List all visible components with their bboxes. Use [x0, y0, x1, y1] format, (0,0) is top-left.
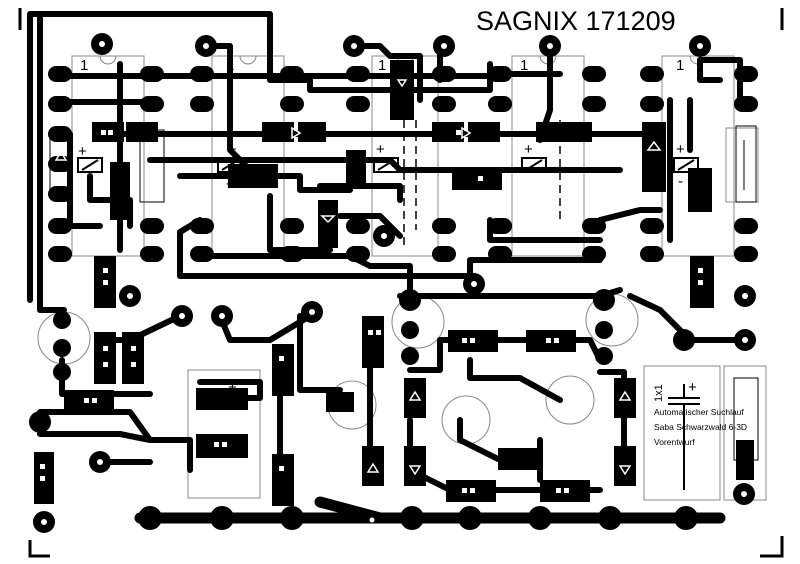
plus-mark-3: + — [376, 141, 385, 158]
board-title: SAGNIX 171209 — [476, 6, 676, 36]
ic5-pads — [640, 66, 758, 262]
plus-mark-5: + — [676, 141, 685, 158]
design-note: Automatischer Suchlauf Saba Schwarzwald … — [654, 407, 747, 447]
ic3-pads — [346, 66, 456, 262]
board-outline — [18, 8, 784, 558]
pin1-marks: 1 1 1 1 1 — [80, 57, 684, 74]
plus-mark-2: + — [228, 141, 237, 158]
capacitor-symbol-icon — [668, 384, 700, 490]
polarity-marks: + + + + + + + - - — [78, 141, 697, 396]
ic3-pin1-mark: 1 — [378, 57, 386, 74]
ic2-pads — [190, 66, 304, 262]
minus-mark-1: - — [678, 173, 683, 190]
square-components — [34, 60, 754, 506]
ic4-pin1-mark: 1 — [520, 57, 528, 74]
plus-mark-7: + — [688, 379, 697, 396]
ic5-pin1-mark: 1 — [676, 57, 684, 74]
ic1-pads — [48, 66, 164, 262]
copper-tracks — [27, 11, 748, 493]
ic-pads — [48, 66, 758, 262]
ic2-pin1-mark: 1 — [226, 57, 234, 74]
plus-mark-1: + — [78, 143, 87, 160]
pad-windows — [40, 130, 703, 493]
ic4-pads — [488, 66, 606, 262]
diode-symbol-icon — [54, 79, 662, 476]
capacitor-label: 1x1 — [653, 384, 665, 402]
transistor-outline-icon — [49, 125, 759, 461]
note-line-2: Saba Schwarzwald 6-3D — [654, 422, 747, 432]
note-line-3: Vorentwurf — [654, 437, 695, 447]
ic1-pin1-mark: 1 — [80, 57, 88, 74]
relay-coil-icon — [77, 157, 699, 173]
plus-mark-6: + — [228, 379, 237, 396]
plus-mark-4: + — [524, 141, 533, 158]
note-line-1: Automatischer Suchlauf — [654, 407, 744, 417]
ground-bus — [134, 496, 726, 524]
round-pads — [29, 33, 756, 533]
minus-mark-2: - — [226, 175, 231, 192]
